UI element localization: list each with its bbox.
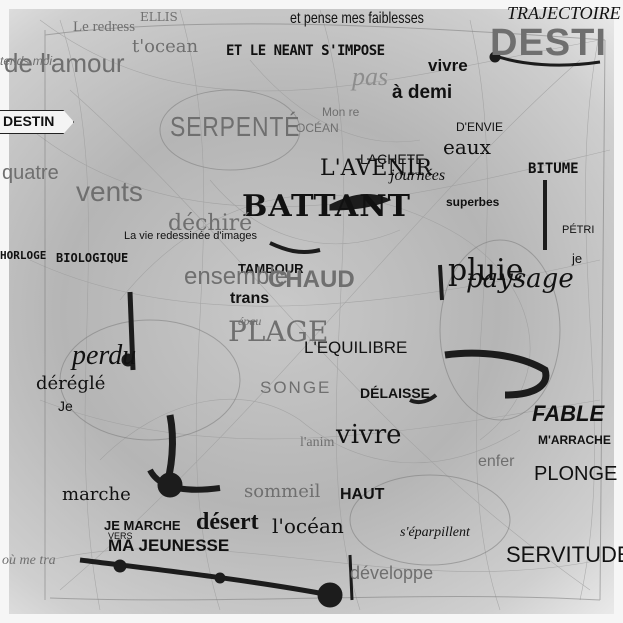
word-songe: SONGE: [260, 378, 332, 397]
word-je-left: Je: [58, 398, 73, 414]
word-trajectoire: TRAJECTOIRE: [507, 3, 621, 23]
word-serpente: SERPENTÉ: [170, 111, 301, 142]
word-petri: PÉTRI: [562, 224, 595, 236]
word-trans: trans: [230, 290, 270, 307]
word-dechire: déchiré: [168, 211, 253, 236]
word-perdu: perdu: [72, 340, 137, 371]
word-battant: BATTANT: [242, 189, 411, 224]
destin-sign-label: DESTIN: [3, 113, 55, 129]
word-sommeil: sommeil: [244, 481, 321, 502]
word-neant: ET LE NEANT S'IMPOSE: [226, 43, 385, 59]
word-biologique: BIOLOGIQUE: [56, 251, 129, 265]
word-delaisse: DÉLAISSE: [360, 385, 431, 401]
word-servitude: SERVITUDE: [506, 542, 623, 567]
word-avenir: L'AVENIR: [320, 156, 432, 181]
word-ou-me-tra: où me tra: [2, 553, 56, 568]
word-desert: désert: [196, 509, 259, 535]
word-marrache: M'ARRACHE: [538, 433, 611, 447]
word-pluie: pluie: [448, 253, 524, 288]
word-a-demi: à demi: [392, 82, 453, 103]
word-fable: FABLE: [532, 401, 605, 426]
word-plonge: PLONGE: [534, 463, 618, 485]
word-le-redress: Le redress: [73, 19, 136, 35]
word-enfer: enfer: [478, 453, 515, 470]
word-bitume: BITUME: [528, 161, 579, 177]
word-quatre: quatre: [2, 162, 59, 184]
word-deregle: déréglé: [36, 373, 106, 394]
word-lanim: l'anim: [300, 435, 335, 450]
word-ensemble: ensemble: [184, 263, 289, 290]
word-separpillent: s'éparpillent: [400, 525, 470, 540]
word-t-ocean: t'ocean: [132, 36, 199, 57]
word-viende: La vie redessinée d'images: [124, 230, 257, 242]
word-tends-moi: tends moi: [0, 54, 53, 68]
word-de-lamour: de l'amour: [4, 48, 125, 78]
word-developpe: développe: [350, 563, 434, 583]
word-vivre-top: vivre: [428, 56, 468, 75]
word-chaud: CHAUD: [268, 266, 355, 293]
word-je-marche: JE MARCHE: [104, 518, 181, 533]
word-vents: vents: [76, 176, 143, 207]
word-equilibre: L'EQUILIBRE: [304, 338, 408, 357]
destin-sign: DESTIN: [0, 110, 74, 134]
word-ellis: ELLIS: [140, 10, 178, 24]
word-mon-re: Mon re: [322, 105, 360, 119]
word-pense: et pense mes faiblesses: [290, 10, 424, 27]
word-ocean-cap: OCÉAN: [296, 121, 339, 135]
word-horloge: HORLOGE: [0, 249, 47, 262]
word-superbes: superbes: [446, 195, 500, 209]
word-pas: pas: [352, 62, 389, 91]
word-locean: l'océan: [272, 514, 344, 538]
word-plage: PLAGE: [228, 315, 329, 348]
word-vers: VERS: [108, 531, 133, 541]
word-journees: journées: [390, 167, 446, 184]
word-vivre-mid: vivre: [336, 420, 402, 450]
word-lachete: LACHETE: [360, 151, 425, 167]
word-ma-jeunesse: MA JEUNESSE: [108, 536, 230, 555]
word-tambour: TAMBOUR: [238, 261, 304, 276]
word-denvie: D'ENVIE: [456, 120, 503, 134]
word-epau: épau: [238, 314, 262, 328]
word-destin-big: DESTI: [490, 22, 607, 64]
word-marche: marche: [62, 484, 131, 505]
word-paysage: paysage: [466, 264, 574, 294]
word-haut: HAUT: [340, 486, 385, 503]
word-eaux: eaux: [443, 135, 491, 159]
word-je-right: je: [572, 251, 583, 266]
